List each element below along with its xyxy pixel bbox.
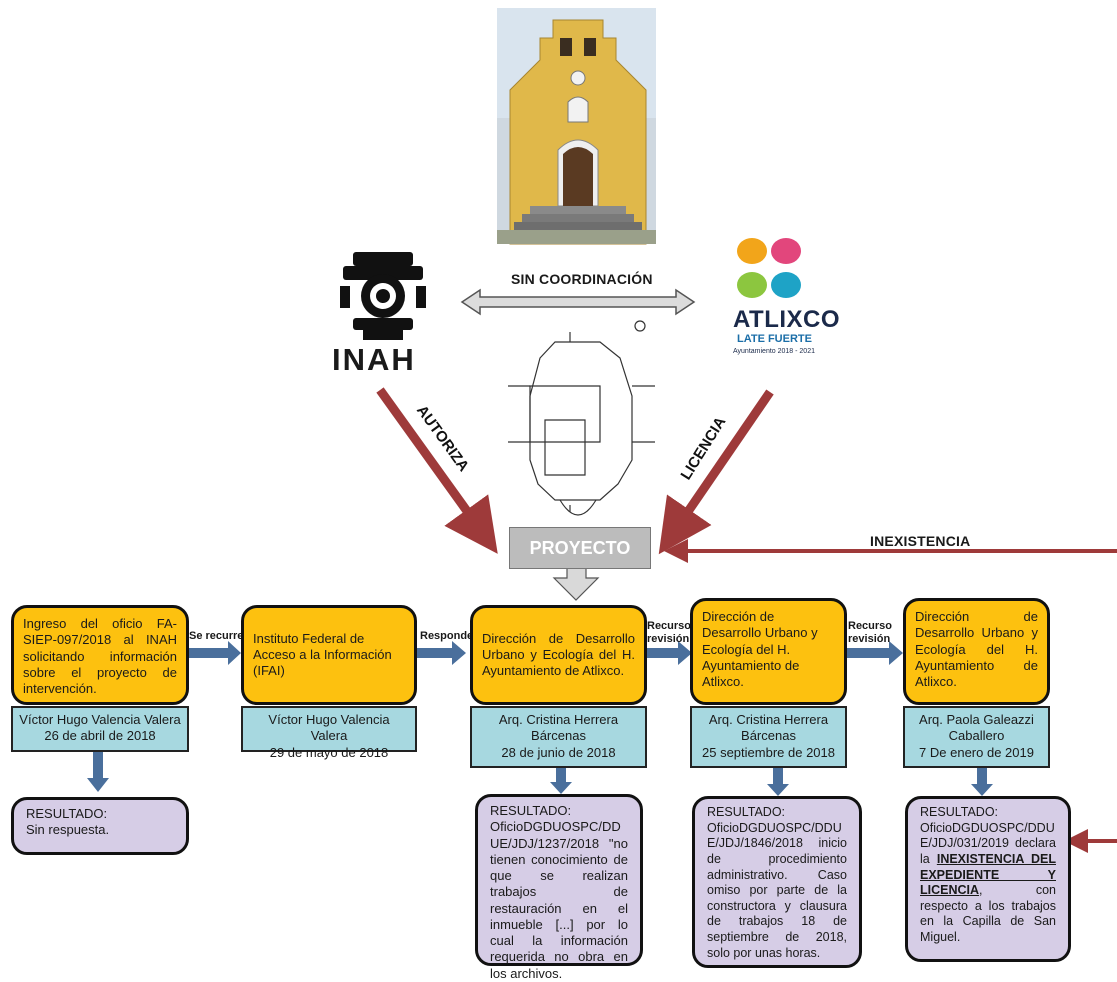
step-3-date: 28 de junio de 2018 [501, 744, 616, 760]
step-5-result-post: , con respecto a los trabajos en la Capi… [920, 883, 1056, 944]
floor-plan-drawing [508, 320, 655, 516]
step-1-result-box: RESULTADO: Sin respuesta. [11, 797, 189, 855]
atlixco-period: Ayuntamiento 2018 - 2021 [733, 348, 815, 355]
step-5-result-title: RESULTADO: [920, 805, 999, 819]
step-4-result-text: OficioDGDUOSPC/DDUE/JDJ/1846/2018 inicio… [707, 820, 847, 960]
step-4-person: Arq. Cristina Herrera Bárcenas [708, 712, 829, 744]
church-photo [497, 8, 656, 245]
step-2-person: Víctor Hugo Valencia Valera [268, 712, 390, 744]
step-3-result-box: RESULTADO: OficioDGDUOSPC/DDUE/JDJ/1237/… [475, 794, 643, 981]
recurso-label-1: Recurso revisión [647, 620, 692, 645]
inah-label: INAH [332, 342, 416, 377]
blue-connectors [87, 641, 993, 796]
step-1-person-box: Víctor Hugo Valencia Valera 26 de abril … [11, 706, 189, 752]
se-recurre-label: Se recurre [189, 630, 244, 642]
licencia-arrow [658, 389, 774, 555]
proyecto-down-arrow [552, 567, 600, 601]
step-1-result-title: RESULTADO: [26, 806, 108, 821]
step-1-person: Víctor Hugo Valencia Valera [19, 712, 181, 727]
step-2-date: 29 de mayo de 2018 [269, 744, 389, 760]
step-5-result-pre: OficioDGDUOSPC/DDUE/JDJ/031/2019 declara… [920, 820, 1056, 866]
step-3-org-text: Dirección de Desarrollo Urbano y Ecologí… [482, 630, 635, 679]
step-2-org-text: Instituto Federal de Acceso a la Informa… [253, 630, 392, 679]
step-5-person-box: Arq. Paola Galeazzi Caballero 7 De enero… [903, 706, 1050, 768]
step-1-result-text: Sin respuesta. [26, 822, 110, 838]
atlixco-tagline: LATE FUERTE [737, 333, 812, 345]
step-1-date: 26 de abril de 2018 [44, 728, 156, 744]
step-2-person-box: Víctor Hugo Valencia Valera 29 de mayo d… [241, 706, 417, 760]
step-5-date: 7 De enero de 2019 [919, 744, 1034, 760]
sin-coordinacion-arrow [460, 288, 696, 316]
step-2-org-box: Instituto Federal de Acceso a la Informa… [241, 605, 417, 705]
step-5-result-bold: INEXISTENCIA DEL EXPEDIENTE Y LICENCIA [920, 851, 1056, 898]
step-4-person-box: Arq. Cristina Herrera Bárcenas 25 septie… [690, 706, 847, 768]
step-3-person: Arq. Cristina Herrera Bárcenas [498, 712, 619, 744]
inexistencia-label: INEXISTENCIA [870, 533, 971, 549]
step-5-result-box: RESULTADO: OficioDGDUOSPC/DDUE/JDJ/031/2… [905, 796, 1071, 962]
sin-coordinacion-label: SIN COORDINACIÓN [511, 271, 653, 287]
step-1-org-box: Ingreso del oficio FA-SIEP-097/2018 al I… [11, 605, 189, 705]
step-4-date: 25 septiembre de 2018 [702, 744, 835, 760]
step-3-org-box: Dirección de Desarrollo Urbano y Ecologí… [470, 605, 647, 705]
step-3-person-box: Arq. Cristina Herrera Bárcenas 28 de jun… [470, 706, 647, 768]
step-1-org-text: Ingreso del oficio FA-SIEP-097/2018 al I… [23, 616, 177, 696]
responde-label: Responde [420, 630, 474, 642]
step-5-org-text: Dirección de Desarrollo Urbano y Ecologí… [915, 609, 1038, 689]
step-4-org-text: Dirección de Desarrollo Urbano y Ecologí… [702, 609, 818, 689]
step-3-result-title: RESULTADO: [490, 803, 572, 818]
step-5-result-text: OficioDGDUOSPC/DDUE/JDJ/031/2019 declara… [920, 821, 1056, 946]
step-5-org-box: Dirección de Desarrollo Urbano y Ecologí… [903, 598, 1050, 705]
atlixco-name: ATLIXCO [733, 306, 841, 333]
step-4-result-box: RESULTADO: OficioDGDUOSPC/DDUE/JDJ/1846/… [692, 796, 862, 968]
atlixco-logo-icon [737, 238, 801, 298]
autoriza-arrow [376, 387, 498, 554]
recurso-label-2: Recurso revisión [848, 620, 893, 645]
step-5-person: Arq. Paola Galeazzi Caballero [919, 712, 1034, 744]
step-4-org-box: Dirección de Desarrollo Urbano y Ecologí… [690, 598, 847, 705]
inah-logo-icon [340, 252, 426, 340]
step-3-result-text: OficioDGDUOSPC/DDUE/JDJ/1237/2018 "no ti… [490, 819, 628, 981]
step-4-result-title: RESULTADO: [707, 805, 786, 819]
proyecto-box: PROYECTO [509, 527, 651, 569]
